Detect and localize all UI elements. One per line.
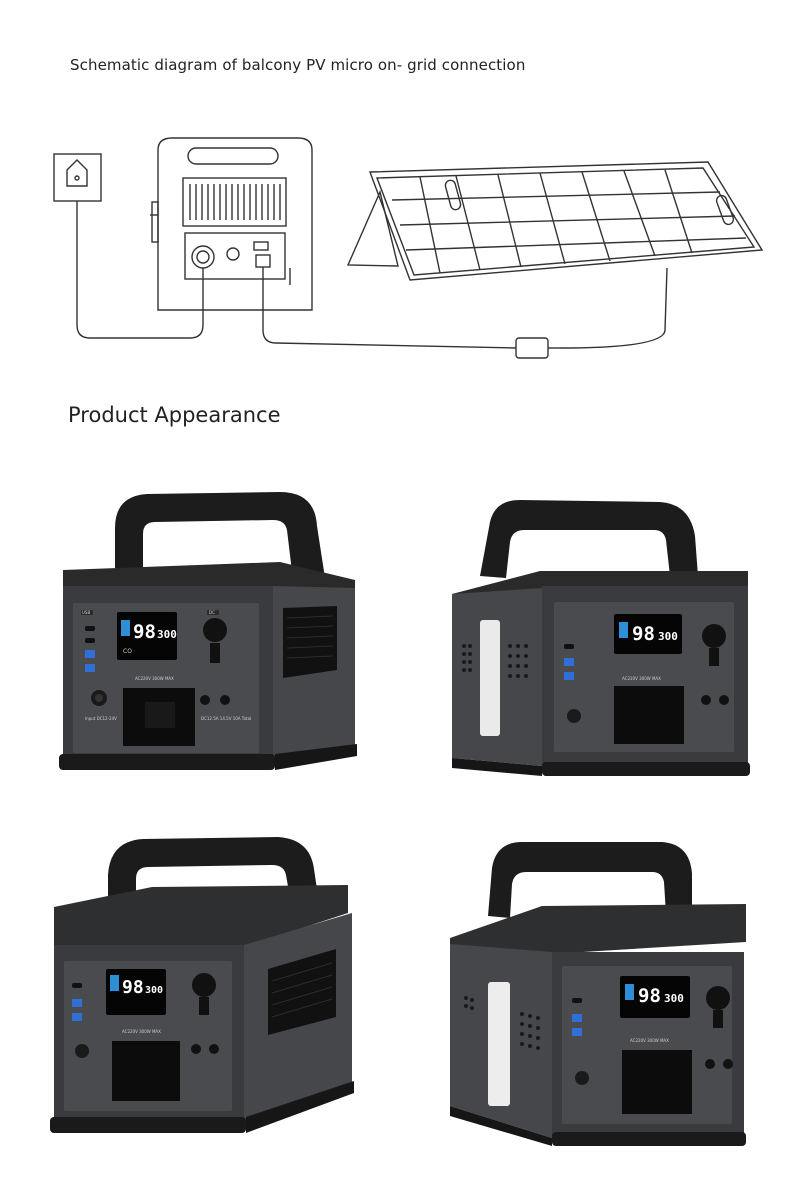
power-station-view-top-left: 98 300 AC220V 300W MAX: [48, 835, 358, 1140]
diagram-title: Schematic diagram of balcony PV micro on…: [70, 56, 526, 74]
power-station-view-front-left: 98 300 CO USB DC AC220V 300W MAX Input D…: [55, 488, 365, 783]
svg-text:300: 300: [664, 992, 684, 1005]
svg-text:Input DC12-24V: Input DC12-24V: [85, 716, 117, 721]
power-station-view-front-right: 98 300 AC220V 300W MAX: [450, 496, 755, 781]
svg-text:98: 98: [632, 623, 655, 645]
svg-text:98: 98: [638, 985, 661, 1007]
svg-text:USB: USB: [82, 610, 90, 615]
svg-text:AC220V 300W MAX: AC220V 300W MAX: [630, 1038, 669, 1043]
lcd-battery-percent: 98: [133, 621, 156, 643]
lcd-watt-reading: 300: [157, 628, 177, 641]
section-title: Product Appearance: [68, 403, 281, 427]
svg-text:300: 300: [658, 630, 678, 643]
lcd-sub-label: CO: [123, 648, 132, 655]
svg-text:AC220V 300W MAX: AC220V 300W MAX: [135, 676, 174, 681]
svg-text:98: 98: [122, 977, 144, 998]
svg-text:DC12.5A 14.5V 10A Total: DC12.5A 14.5V 10A Total: [201, 716, 251, 721]
svg-text:300: 300: [145, 985, 163, 996]
svg-text:AC220V 300W MAX: AC220V 300W MAX: [622, 676, 661, 681]
solar-panel-icon: [346, 161, 764, 281]
svg-text:DC: DC: [209, 610, 215, 615]
inverter-icon: [150, 137, 313, 311]
power-station-view-top-right: 98 300 AC220V 300W MAX: [448, 838, 753, 1148]
pv-connection-diagram: [53, 137, 764, 359]
wall-socket-icon: [53, 153, 102, 202]
svg-text:AC220V 300W MAX: AC220V 300W MAX: [122, 1029, 161, 1034]
